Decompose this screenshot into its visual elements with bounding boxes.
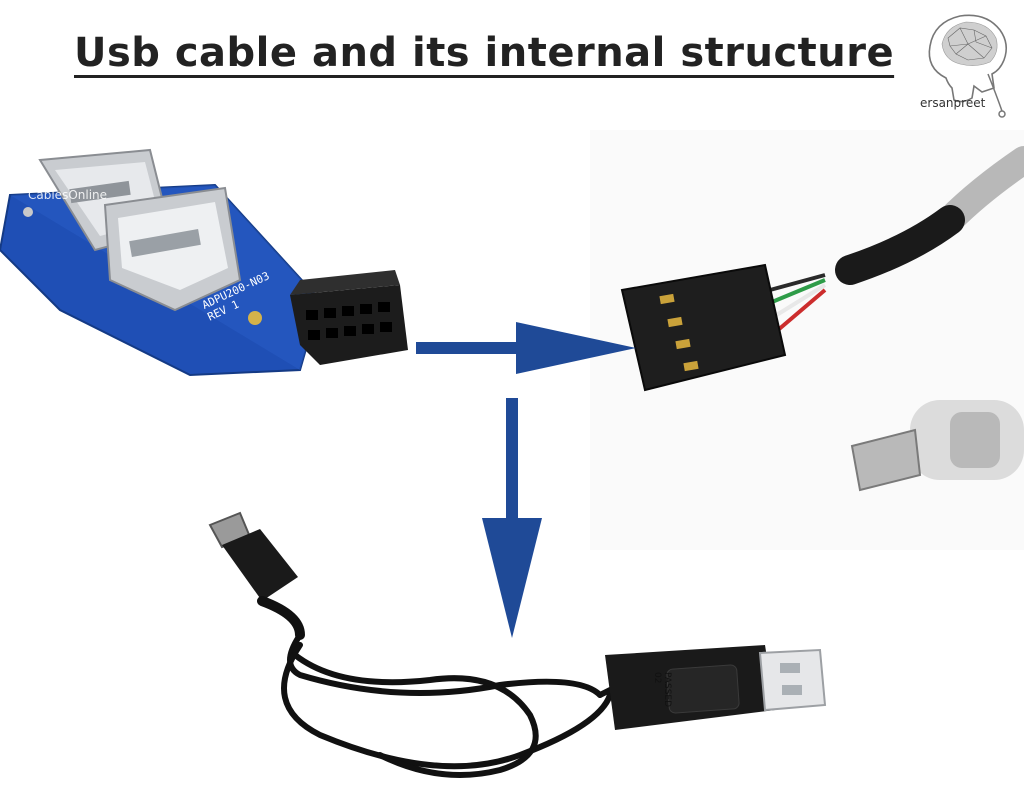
page-title: Usb cable and its internal structure — [74, 30, 895, 76]
flow-arrows — [416, 322, 636, 638]
usb-micro-cable-icon — [208, 511, 827, 778]
header-connector-cable-icon — [590, 130, 1024, 550]
watermark-text: CablesOnline — [28, 188, 108, 202]
mini-usb-plug-icon — [850, 400, 1024, 492]
logo-caption: ersanpreet — [920, 96, 986, 110]
arrow-down-icon — [482, 398, 542, 638]
connector-stamp: PASSED 02 — [652, 672, 672, 708]
brain-head-logo-icon — [928, 14, 1008, 118]
arrow-right-icon — [416, 322, 636, 374]
usb-pcb-adapter-icon — [0, 148, 408, 377]
